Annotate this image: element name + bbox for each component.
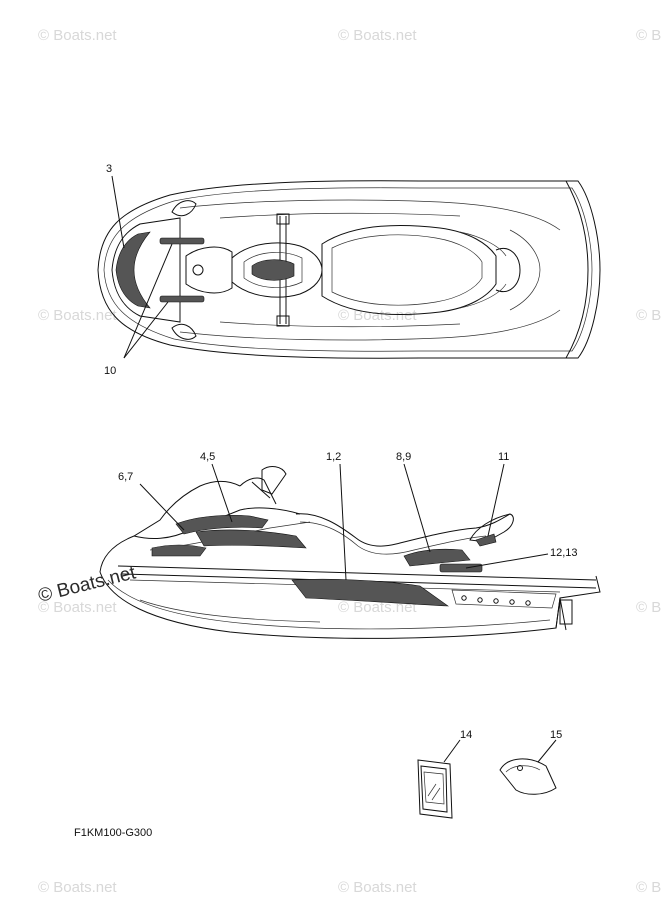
watermark-layer: © Boats.net © Boats.net © Boats.net © Bo… [38, 27, 661, 896]
watermark: © Boats.net [338, 27, 417, 44]
leader-line [537, 739, 557, 763]
part-14-manual-pouch: 14 [417, 729, 472, 819]
leader-line [487, 463, 505, 537]
watermark: © Boats.net [636, 599, 661, 616]
watermark: © Boats.net [38, 879, 117, 896]
leader-line [339, 463, 347, 581]
watermark: © Boats.net [38, 307, 117, 324]
callout-11: 11 [498, 451, 509, 463]
side-view-drawing [99, 466, 601, 639]
callout-1-2: 1,2 [326, 451, 341, 463]
watermark: © Boats.net [636, 879, 661, 896]
leader-line [465, 553, 549, 569]
leader-line [139, 483, 185, 531]
top-view-callouts: 3 10 [104, 163, 173, 377]
callout-15: 15 [550, 729, 562, 741]
watermark: © Boats.net [338, 307, 417, 324]
callout-10: 10 [104, 365, 116, 377]
callout-3: 3 [106, 163, 112, 175]
callout-6-7: 6,7 [118, 471, 133, 483]
watermark: © Boats.net [636, 27, 661, 44]
watermark: © Boats.net [636, 307, 661, 324]
leader-line [123, 301, 169, 359]
leader-line [123, 243, 173, 359]
top-view-drawing [97, 180, 601, 359]
callout-8-9: 8,9 [396, 451, 411, 463]
side-view-callouts: 4,5 1,2 8,9 11 6,7 12,13 [118, 451, 578, 581]
leader-line [443, 739, 461, 763]
watermark: © Boats.net [338, 879, 417, 896]
watermark: © Boats.net [38, 27, 117, 44]
diagram-code: F1KM100-G300 [74, 827, 152, 839]
leader-line [111, 175, 125, 249]
leader-line [403, 463, 431, 553]
watermark: © Boats.net [38, 599, 117, 616]
leader-line [211, 463, 233, 523]
callout-12-13: 12,13 [550, 547, 578, 559]
part-15-storage-bag: 15 [499, 729, 562, 795]
callout-4-5: 4,5 [200, 451, 215, 463]
callout-14: 14 [460, 729, 472, 741]
